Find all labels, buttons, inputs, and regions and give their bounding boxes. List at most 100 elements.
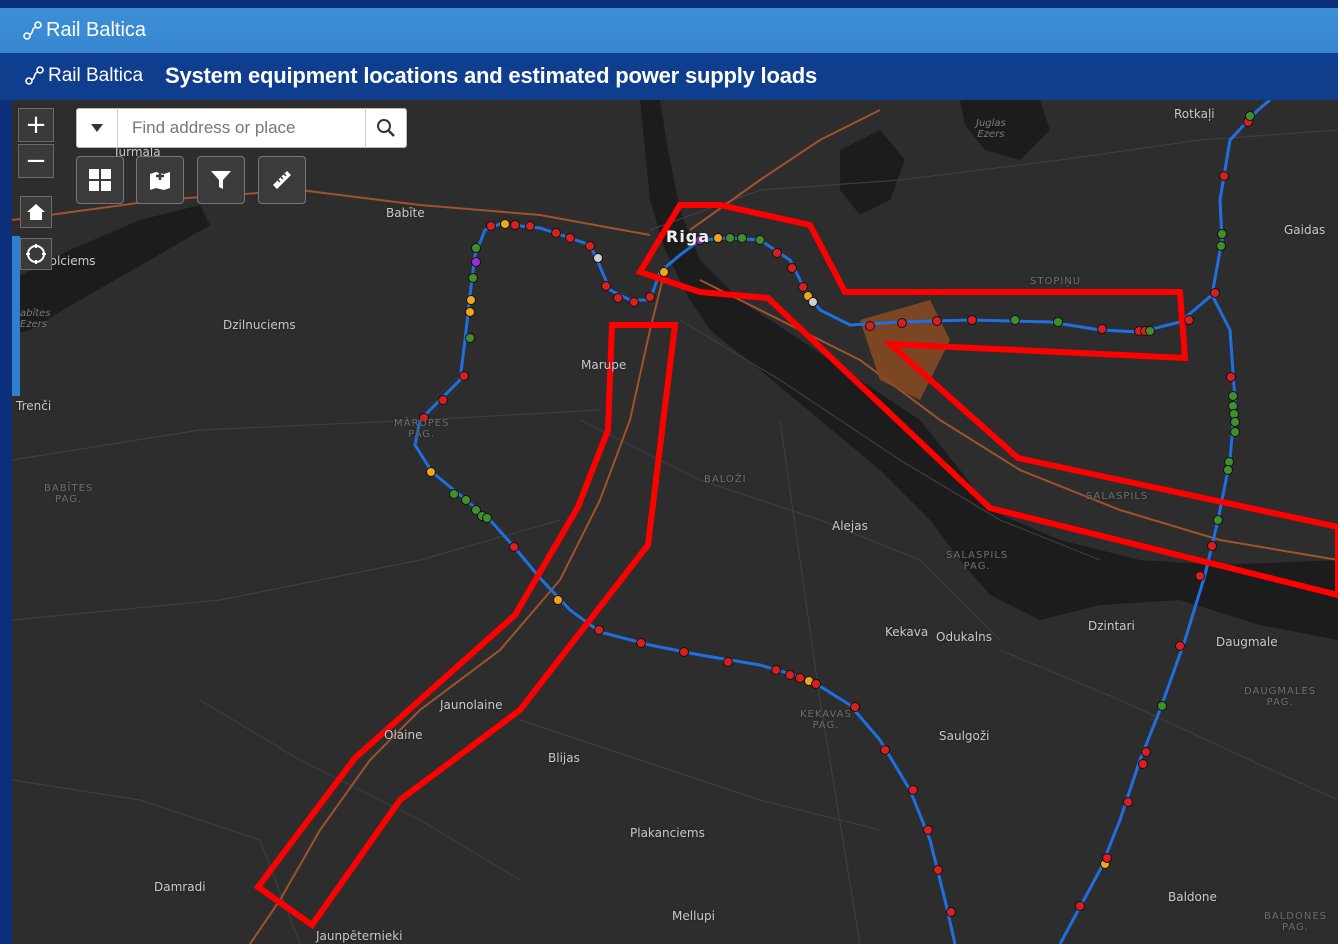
equipment-point[interactable] [525,221,535,231]
equipment-point[interactable] [772,248,782,258]
search-input[interactable] [118,108,365,148]
equipment-point[interactable] [1217,229,1227,239]
add-data-button[interactable] [136,156,184,204]
equipment-point[interactable] [946,907,956,917]
equipment-point[interactable] [659,267,669,277]
equipment-point[interactable] [808,297,818,307]
equipment-point[interactable] [923,825,933,835]
equipment-point[interactable] [1195,571,1205,581]
equipment-point[interactable] [933,865,943,875]
equipment-point[interactable] [1230,427,1240,437]
equipment-point[interactable] [725,233,735,243]
zoom-out-button[interactable]: − [18,144,54,178]
equipment-point[interactable] [1216,241,1226,251]
equipment-point[interactable] [811,679,821,689]
corridor-north-east[interactable] [635,202,1338,599]
equipment-point[interactable] [500,219,510,229]
measure-button[interactable] [258,156,306,204]
equipment-point[interactable] [1097,324,1107,334]
equipment-point[interactable] [967,315,977,325]
equipment-point[interactable] [471,243,481,253]
equipment-points[interactable] [419,111,1255,917]
equipment-point[interactable] [679,647,689,657]
equipment-point[interactable] [695,235,705,245]
equipment-point[interactable] [468,273,478,283]
equipment-point[interactable] [509,542,519,552]
equipment-point[interactable] [1145,326,1155,336]
equipment-point[interactable] [438,395,448,405]
equipment-point[interactable] [461,495,471,505]
equipment-point[interactable] [601,281,611,291]
equipment-point[interactable] [486,221,496,231]
equipment-point[interactable] [723,657,733,667]
map-view[interactable]: Jurmala Babīte Riga Juglas Ezers Rotkaļi… [12,100,1338,944]
equipment-point[interactable] [465,333,475,343]
basemap-gallery-button[interactable] [76,156,124,204]
equipment-point[interactable] [426,467,436,477]
equipment-point[interactable] [510,220,520,230]
equipment-point[interactable] [771,665,781,675]
equipment-point[interactable] [1226,372,1236,382]
equipment-point[interactable] [459,371,469,381]
equipment-point[interactable] [1102,853,1112,863]
equipment-point[interactable] [1245,111,1255,121]
equipment-point[interactable] [785,670,795,680]
equipment-point[interactable] [465,307,475,317]
equipment-point[interactable] [1141,747,1151,757]
equipment-point[interactable] [471,257,481,267]
equipment-point[interactable] [449,489,459,499]
equipment-point[interactable] [565,233,575,243]
equipment-point[interactable] [1213,515,1223,525]
search-button[interactable] [365,109,406,147]
equipment-point[interactable] [1053,317,1063,327]
equipment-point[interactable] [1075,901,1085,911]
equipment-point[interactable] [636,638,646,648]
equipment-point[interactable] [798,282,808,292]
equipment-point[interactable] [932,316,942,326]
equipment-point[interactable] [908,785,918,795]
zoom-in-button[interactable]: + [18,108,54,142]
equipment-point[interactable] [897,318,907,328]
equipment-point[interactable] [1223,465,1233,475]
equipment-point[interactable] [737,233,747,243]
equipment-point[interactable] [1010,315,1020,325]
equipment-point[interactable] [419,413,429,423]
equipment-point[interactable] [1207,541,1217,551]
equipment-point[interactable] [850,702,860,712]
equipment-point[interactable] [645,292,655,302]
equipment-point[interactable] [613,293,623,303]
equipment-point[interactable] [787,263,797,273]
equipment-point[interactable] [594,625,604,635]
equipment-point[interactable] [880,745,890,755]
locate-button[interactable] [20,238,52,270]
equipment-point[interactable] [1138,759,1148,769]
equipment-point[interactable] [629,297,639,307]
equipment-point[interactable] [1210,288,1220,298]
equipment-point[interactable] [865,321,875,331]
equipment-point[interactable] [1228,391,1238,401]
equipment-point[interactable] [1230,417,1240,427]
equipment-point[interactable] [482,513,492,523]
filter-button[interactable] [197,156,245,204]
equipment-point[interactable] [1219,171,1229,181]
equipment-point[interactable] [551,228,561,238]
equipment-point[interactable] [593,253,603,263]
equipment-point[interactable] [1175,641,1185,651]
equipment-point[interactable] [1123,797,1133,807]
corridor-south[interactable] [253,322,679,930]
home-button[interactable] [20,196,52,228]
equipment-point[interactable] [1184,315,1194,325]
map-canvas[interactable] [12,100,1338,944]
equipment-point[interactable] [795,673,805,683]
equipment-point[interactable] [553,595,563,605]
equipment-point[interactable] [585,241,595,251]
equipment-point[interactable] [466,295,476,305]
equipment-point[interactable] [713,233,723,243]
equipment-point[interactable] [1157,701,1167,711]
equipment-point[interactable] [471,505,481,515]
search-source-dropdown[interactable] [77,109,118,147]
side-panel-handle[interactable] [12,236,20,396]
equipment-point[interactable] [755,235,765,245]
highlight-corridors[interactable] [253,202,1338,930]
rail-baltica-logo[interactable]: Rail Baltica [22,19,146,42]
